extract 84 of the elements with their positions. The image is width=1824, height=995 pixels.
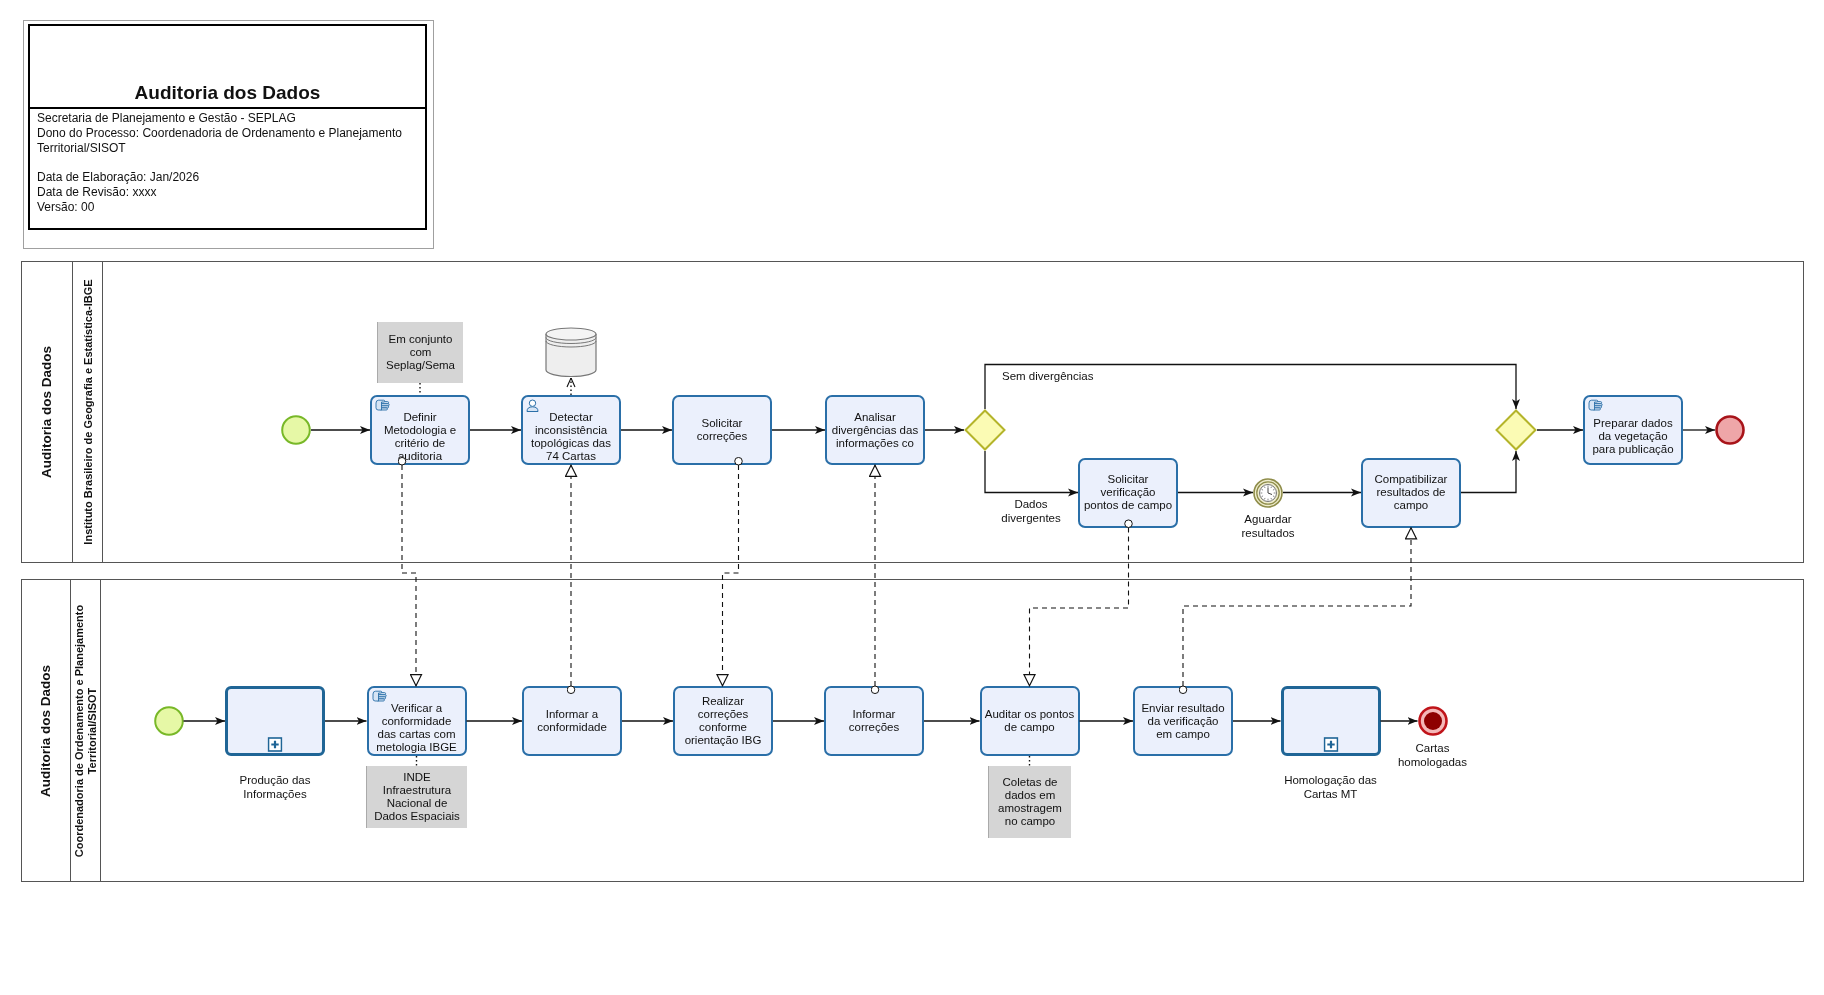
task-label: Informar a conformidade <box>536 708 608 734</box>
task-label: Compatibilizar resultados de campo <box>1373 473 1449 512</box>
arrow <box>465 717 523 725</box>
arrow <box>182 717 226 725</box>
diagram-title: Auditoria dos Dados <box>134 82 321 104</box>
arrow <box>1536 426 1584 434</box>
arrow <box>621 717 674 725</box>
dashed-arrow <box>1178 526 1418 695</box>
event-label: Cartas homologadas <box>1396 741 1469 769</box>
task-box <box>672 395 772 465</box>
task-label: Verificar a conformidade das cartas com metologia IBGE <box>375 701 458 754</box>
arrow <box>772 717 825 725</box>
annotation-text: INDE Infraestrutura Nacional de Dados Espaciais <box>373 771 461 823</box>
dashed-arrow <box>397 456 423 687</box>
task-box <box>824 686 924 756</box>
header-text: Versão: 00 <box>37 200 95 215</box>
task-label: Analisar divergências das informações co <box>830 410 920 450</box>
arrow <box>324 717 368 725</box>
task-box <box>522 686 622 756</box>
arrow <box>620 426 673 434</box>
lane-label: Instituto Brasileiro de Geografia e Estatística-IBGE <box>81 279 94 545</box>
task-box <box>1361 457 1461 528</box>
start-event <box>281 415 311 445</box>
task-box <box>673 686 773 756</box>
task-label: Enviar resultado da verificação em campo <box>1140 701 1226 741</box>
dashed-arrow <box>868 464 882 695</box>
arrow <box>923 717 981 725</box>
dotted-line <box>419 382 421 396</box>
annotation <box>988 766 1071 838</box>
annotation <box>377 322 463 383</box>
task-box <box>1078 457 1178 528</box>
annotation-text: Coletas de dados em amostragem no campo <box>997 776 1063 828</box>
pool-label: Auditoria dos Dados <box>39 346 55 478</box>
dotted-line <box>415 755 418 767</box>
task-label: Realizar correções conforme orientação IBG <box>683 695 763 747</box>
start-event <box>153 706 184 736</box>
pool-label: Auditoria dos Dados <box>38 664 54 797</box>
subprocess-label: Homologação das Cartas MT <box>1283 773 1378 801</box>
arrow <box>984 450 1079 497</box>
arrow <box>1177 488 1254 497</box>
dashed-arrow <box>716 456 743 687</box>
task-box <box>366 686 467 756</box>
task-box <box>825 395 925 465</box>
dotted-arrow <box>566 377 576 396</box>
task-box <box>1133 686 1233 756</box>
task-label: Solicitar correções <box>695 417 749 443</box>
task-box <box>979 686 1080 756</box>
task-label: Informar correções <box>847 708 901 734</box>
task-label: Auditar os pontos de campo <box>984 708 1075 734</box>
header-text: Data de Revisão: xxxx <box>37 185 157 200</box>
subprocess-label: Produção das Informações <box>238 773 312 801</box>
header-text: Secretaria de Planejamento e Gestão - SEPLAG <box>37 111 296 126</box>
arrow <box>1682 426 1716 434</box>
lane-label: Coordenadoria de Ordenamento e Planejamento Territorial/SISOT <box>72 603 99 859</box>
arrow <box>1078 717 1134 725</box>
end-event <box>1715 415 1745 445</box>
task-box <box>370 395 470 465</box>
arrow <box>1460 450 1520 494</box>
arrow <box>1282 488 1362 497</box>
arrow <box>984 363 1520 410</box>
task-label: Definir Metodologia e critério de auditoria <box>382 410 458 463</box>
task-label: Preparar dados da vegetação para publicação <box>1591 417 1675 456</box>
task-box <box>521 395 621 465</box>
arrow <box>1232 717 1282 725</box>
arrow <box>771 426 826 434</box>
header-text: Data de Elaboração: Jan/2026 <box>37 170 200 185</box>
edge-label: Sem divergências <box>1000 369 1096 383</box>
arrow <box>469 426 522 434</box>
task-label: Solicitar verificação pontos de campo <box>1083 473 1173 512</box>
annotation-text: Em conjunto com Seplag/Sema <box>384 333 456 372</box>
gateway-diamond <box>1495 409 1537 451</box>
arrow <box>310 426 371 434</box>
header-text: Dono do Processo: Coordenadoria de Ordenamento e Planejamento Territorial/SISOT <box>37 126 403 156</box>
dashed-arrow <box>564 464 578 695</box>
dashed-arrow <box>1023 519 1133 687</box>
data-store-cylinder <box>545 327 597 378</box>
event-label: Aguardar resultados <box>1240 511 1296 540</box>
annotation <box>366 766 467 828</box>
arrow <box>924 426 965 434</box>
arrow <box>1379 717 1419 725</box>
dotted-line <box>1028 755 1031 767</box>
task-box <box>1583 395 1683 465</box>
task-label: Detectar inconsistência topológicas das 74 Cartas <box>530 410 612 463</box>
gateway-diamond <box>964 409 1006 451</box>
